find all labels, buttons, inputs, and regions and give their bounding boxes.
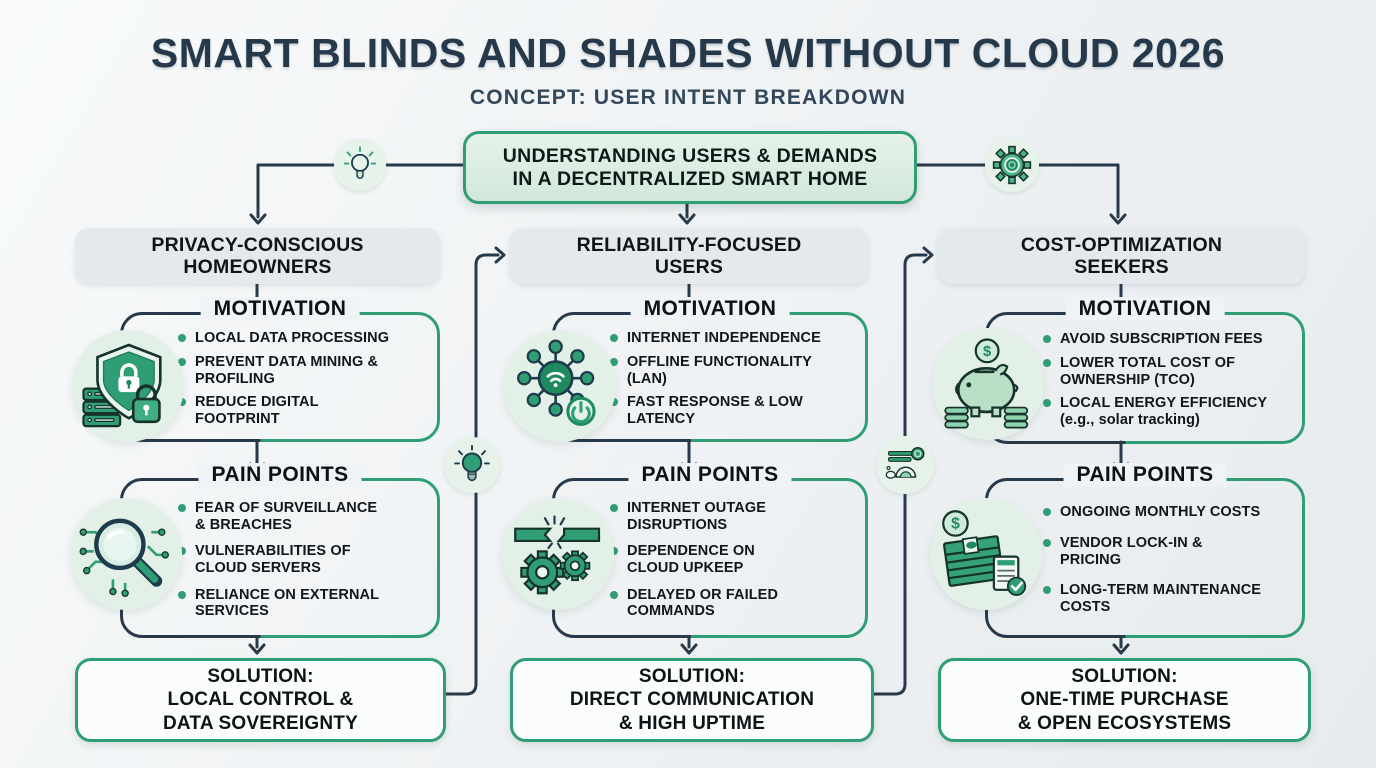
arrowhead	[678, 213, 696, 225]
pain-points-title: PAIN POINTS	[198, 463, 362, 487]
motivation-title: MOTIVATION	[1065, 297, 1225, 321]
dollar-glyph: $	[951, 516, 960, 533]
list-item: REDUCE DIGITAL FOOTPRINT	[178, 394, 390, 428]
lightbulb-icon	[334, 139, 386, 191]
list-item: AVOID SUBSCRIPTION FEES	[1043, 331, 1267, 348]
motivation-list: AVOID SUBSCRIPTION FEES LOWER TOTAL COST…	[1043, 324, 1267, 436]
pain-points-list: FEAR OF SURVEILLANCE & BREACHES VULNERAB…	[178, 490, 380, 630]
dollar-glyph: $	[983, 344, 992, 360]
money-stack-icon: $	[930, 498, 1042, 610]
piggy-bank-icon: $	[932, 328, 1044, 440]
solution-box-cost: SOLUTION: ONE-TIME PURCHASE & OPEN ECOSY…	[938, 658, 1311, 742]
list-item: FEAR OF SURVEILLANCE & BREACHES	[178, 500, 380, 534]
list-item: DEPENDENCE ON CLOUD UPKEEP	[610, 543, 806, 577]
page-subtitle: CONCEPT: USER INTENT BREAKDOWN	[469, 86, 907, 109]
pain-points-title: PAIN POINTS	[628, 463, 792, 487]
column-header-label: PRIVACY-CONSCIOUS HOMEOWNERS	[151, 233, 364, 278]
lightbulb-icon	[444, 437, 500, 493]
piggy-bank-icon: $	[944, 338, 1029, 429]
lightbulb-icon	[343, 146, 377, 179]
connector-root-left	[256, 163, 465, 219]
list-item: OFFLINE FUNCTIONALITY (LAN)	[610, 354, 854, 388]
arrowhead	[494, 246, 506, 264]
arrowhead	[680, 643, 698, 655]
arrowhead	[249, 213, 267, 225]
list-item: INTERNET INDEPENDENCE	[610, 330, 854, 347]
list-item: PREVENT DATA MINING & PROFILING	[178, 354, 390, 388]
pain-points-list: ONGOING MONTHLY COSTS VENDOR LOCK-IN & P…	[1043, 490, 1267, 630]
arrowhead	[1112, 643, 1130, 655]
solution-box-privacy: SOLUTION: LOCAL CONTROL & DATA SOVEREIGN…	[75, 658, 446, 742]
list-item: DELAYED OR FAILED COMMANDS	[610, 587, 806, 621]
root-node-line2: IN A DECENTRALIZED SMART HOME	[512, 167, 868, 190]
magnifier-circuit-icon	[70, 498, 182, 610]
motivation-box-cost: MOTIVATION AVOID SUBSCRIPTION FEES LOWER…	[985, 297, 1305, 444]
arrowhead	[1109, 213, 1127, 225]
list-item: LONG-TERM MAINTENANCE COSTS	[1043, 582, 1267, 616]
motivation-title: MOTIVATION	[200, 297, 360, 321]
page-title: SMART BLINDS AND SHADES WITHOUT CLOUD 20…	[150, 30, 1226, 76]
smart-blind-savings-icon	[876, 436, 934, 494]
solution-box-reliability: SOLUTION: DIRECT COMMUNICATION & HIGH UP…	[510, 658, 874, 742]
gear-icon	[992, 145, 1032, 185]
pain-points-box-reliability: PAIN POINTS INTERNET OUTAGE DISRUPTIONS …	[552, 463, 868, 638]
list-item: VULNERABILITIES OF CLOUD SERVERS	[178, 543, 380, 577]
motivation-list: INTERNET INDEPENDENCE OFFLINE FUNCTIONAL…	[610, 324, 854, 434]
list-item: INTERNET OUTAGE DISRUPTIONS	[610, 500, 806, 534]
shield-lock-icon	[82, 343, 162, 428]
arrowhead	[922, 246, 934, 264]
magnifier-circuit-icon	[79, 518, 169, 597]
list-item: VENDOR LOCK-IN & PRICING	[1043, 535, 1267, 569]
connector-root-right	[909, 163, 1120, 219]
motivation-title: MOTIVATION	[630, 297, 790, 321]
money-stack-icon: $	[942, 510, 1027, 596]
list-item: LOWER TOTAL COST OF OWNERSHIP (TCO)	[1043, 355, 1267, 389]
smart-blind-savings-icon	[885, 447, 925, 479]
column-header-privacy: PRIVACY-CONSCIOUS HOMEOWNERS	[75, 228, 440, 284]
arrowhead	[248, 643, 266, 655]
gear-icon	[985, 138, 1039, 192]
network-hub-icon	[504, 330, 616, 442]
network-hub-icon	[517, 339, 596, 426]
list-item: FAST RESPONSE & LOW LATENCY	[610, 394, 854, 428]
column-header-label: COST-OPTIMIZATION SEEKERS	[1020, 233, 1223, 278]
list-item: RELIANCE ON EXTERNAL SERVICES	[178, 587, 380, 621]
lightbulb-icon	[454, 444, 490, 482]
list-item: LOCAL ENERGY EFFICIENCY (e.g., solar tra…	[1043, 395, 1267, 429]
list-item: LOCAL DATA PROCESSING	[178, 330, 390, 347]
root-node-line1: UNDERSTANDING USERS & DEMANDS	[502, 144, 878, 167]
pain-points-list: INTERNET OUTAGE DISRUPTIONS DEPENDENCE O…	[610, 490, 806, 630]
shield-lock-icon	[72, 330, 184, 442]
pain-points-title: PAIN POINTS	[1063, 463, 1227, 487]
root-node: UNDERSTANDING USERS & DEMANDS IN A DECEN…	[463, 131, 917, 204]
list-item: ONGOING MONTHLY COSTS	[1043, 504, 1267, 521]
broken-link-gears-icon	[502, 498, 614, 610]
column-header-label: RELIABILITY-FOCUSED USERS	[576, 233, 802, 278]
broken-link-gears-icon	[514, 515, 601, 595]
column-header-cost: COST-OPTIMIZATION SEEKERS	[938, 228, 1305, 284]
column-header-reliability: RELIABILITY-FOCUSED USERS	[510, 228, 868, 284]
motivation-list: LOCAL DATA PROCESSING PREVENT DATA MININ…	[178, 324, 390, 434]
